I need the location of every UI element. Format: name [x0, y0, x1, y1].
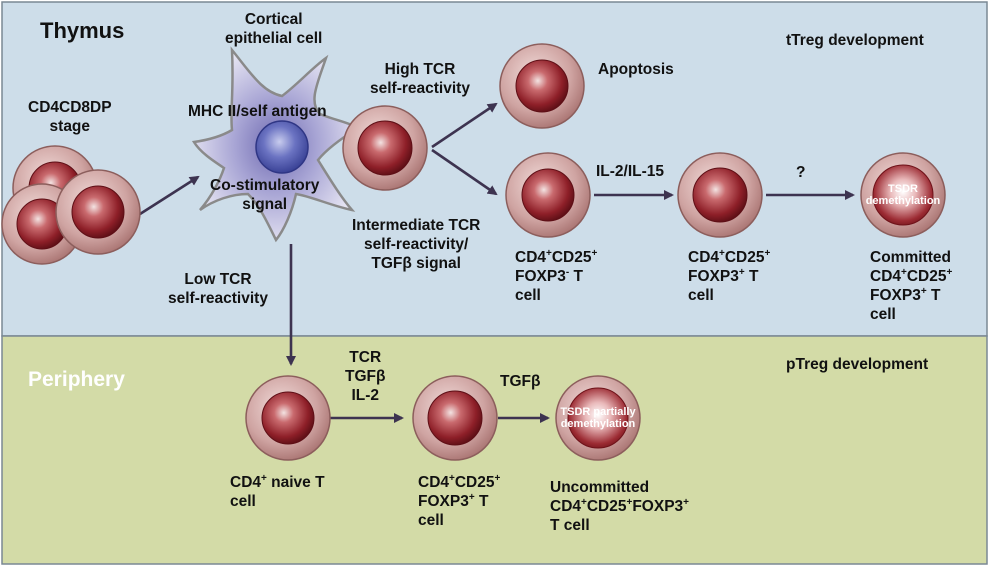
label-part: CD4	[550, 498, 582, 515]
label-part: cell	[870, 306, 896, 323]
label-part: cell	[418, 512, 444, 529]
label-sup: +	[946, 266, 953, 278]
label-part: Uncommitted	[550, 479, 650, 496]
label-part: T cell	[550, 517, 590, 534]
dp-cell-right	[55, 169, 141, 255]
tcr-tgfb-il2-label: TCR TGFβ IL-2	[345, 349, 386, 404]
dp-stage-label: CD4CD8DP stage	[28, 99, 112, 135]
label-sup: +	[764, 247, 771, 259]
tsdr-partially-demethylation-text: TSDR partially demethylation	[560, 406, 636, 430]
label-sup: +	[449, 472, 455, 484]
co-stimulatory-signal-label: Co-stimulatory signal	[210, 177, 320, 213]
committed-label: Committed CD4+CD25+ FOXP3+ T cell	[870, 248, 952, 324]
label-part: cell	[515, 287, 541, 304]
label-sup: +	[738, 266, 745, 278]
label-sup: +	[901, 266, 907, 278]
arrow-to-foxp3-neg	[431, 148, 498, 196]
label-part: FOXP3	[515, 268, 566, 285]
label-part: T	[926, 287, 941, 304]
label-part: cell	[688, 287, 714, 304]
naive-label: CD4+ naive T cell	[230, 473, 325, 511]
periphery-region	[1, 335, 988, 565]
high-tcr-label: High TCR self-reactivity	[370, 61, 470, 97]
label-part: Committed	[870, 249, 951, 266]
label-part: CD25	[551, 249, 592, 266]
thymus-title: Thymus	[40, 18, 125, 43]
periphery-foxp3-pos-cell	[412, 375, 498, 461]
label-sup: +	[626, 496, 633, 508]
label-part: T	[474, 493, 489, 510]
il2-il15-label: IL-2/IL-15	[596, 163, 665, 180]
label-part: FOXP3	[870, 287, 921, 304]
label-part: CD25	[724, 249, 765, 266]
apoptosis-cell	[499, 43, 585, 129]
periphery-foxp3-pos-label: CD4+CD25+ FOXP3+ T cell	[418, 473, 500, 530]
apoptosis-label: Apoptosis	[598, 61, 674, 78]
ttreg-development-label: tTreg development	[786, 32, 924, 49]
label-part: FOXP3	[688, 268, 739, 285]
label-sup: +	[591, 247, 598, 259]
tsdr-demethylation-text: TSDR demethylation	[865, 183, 941, 207]
label-part: FOXP3	[418, 493, 469, 510]
label-part: FOXP3	[632, 498, 684, 515]
label-sup: +	[683, 496, 690, 508]
intermediate-tcr-label: Intermediate TCR self-reactivity/ TGFβ s…	[352, 217, 481, 272]
uncommitted-cell	[555, 375, 641, 461]
label-sup: +	[468, 491, 475, 503]
mhc-self-antigen-label: MHC II/self antigen	[188, 103, 327, 120]
label-part: CD25	[586, 498, 627, 515]
naive-cell	[245, 375, 331, 461]
thymus-foxp3-neg-label: CD4+CD25+ FOXP3- T cell	[515, 248, 597, 305]
committed-cell	[860, 152, 946, 238]
label-part: T	[744, 268, 759, 285]
periphery-title: Periphery	[28, 368, 125, 391]
label-part: CD25	[906, 268, 947, 285]
thymus-foxp3-pos-cell	[677, 152, 763, 238]
low-tcr-label: Low TCR self-reactivity	[168, 271, 268, 307]
ptreg-development-label: pTreg development	[786, 356, 929, 373]
label-sup: +	[494, 472, 501, 484]
thymus-foxp3-pos-label: CD4+CD25+ FOXP3+ T cell	[688, 248, 770, 305]
arrow-to-apoptosis	[431, 102, 498, 149]
label-part: CD4	[418, 474, 450, 491]
uncommitted-label: Uncommitted CD4+CD25+FOXP3+ T cell	[550, 478, 689, 535]
label-sup: +	[581, 496, 587, 508]
tgfb-label: TGFβ	[500, 373, 541, 390]
label-part: CD25	[454, 474, 495, 491]
label-part: T	[569, 268, 583, 285]
label-sup: +	[719, 247, 725, 259]
label-sup: +	[546, 247, 552, 259]
label-part: cell	[230, 493, 256, 510]
label-part: CD4	[870, 268, 902, 285]
thymus-region	[1, 1, 988, 337]
label-part: CD4	[230, 474, 262, 491]
label-sup: -	[565, 266, 570, 278]
arrow-dp-to-epithelial	[139, 175, 200, 216]
question-label: ?	[796, 164, 806, 181]
cortical-epithelial-cell-label: Cortical epithelial cell	[225, 11, 323, 47]
epithelial-nucleus	[255, 120, 309, 174]
label-part: CD4	[688, 249, 720, 266]
label-sup: +	[261, 472, 267, 484]
thymocyte-cell	[342, 105, 428, 191]
label-part: CD4	[515, 249, 547, 266]
label-sup: +	[920, 285, 927, 297]
foxp3-neg-cell	[505, 152, 591, 238]
label-part: naive T	[266, 474, 325, 491]
